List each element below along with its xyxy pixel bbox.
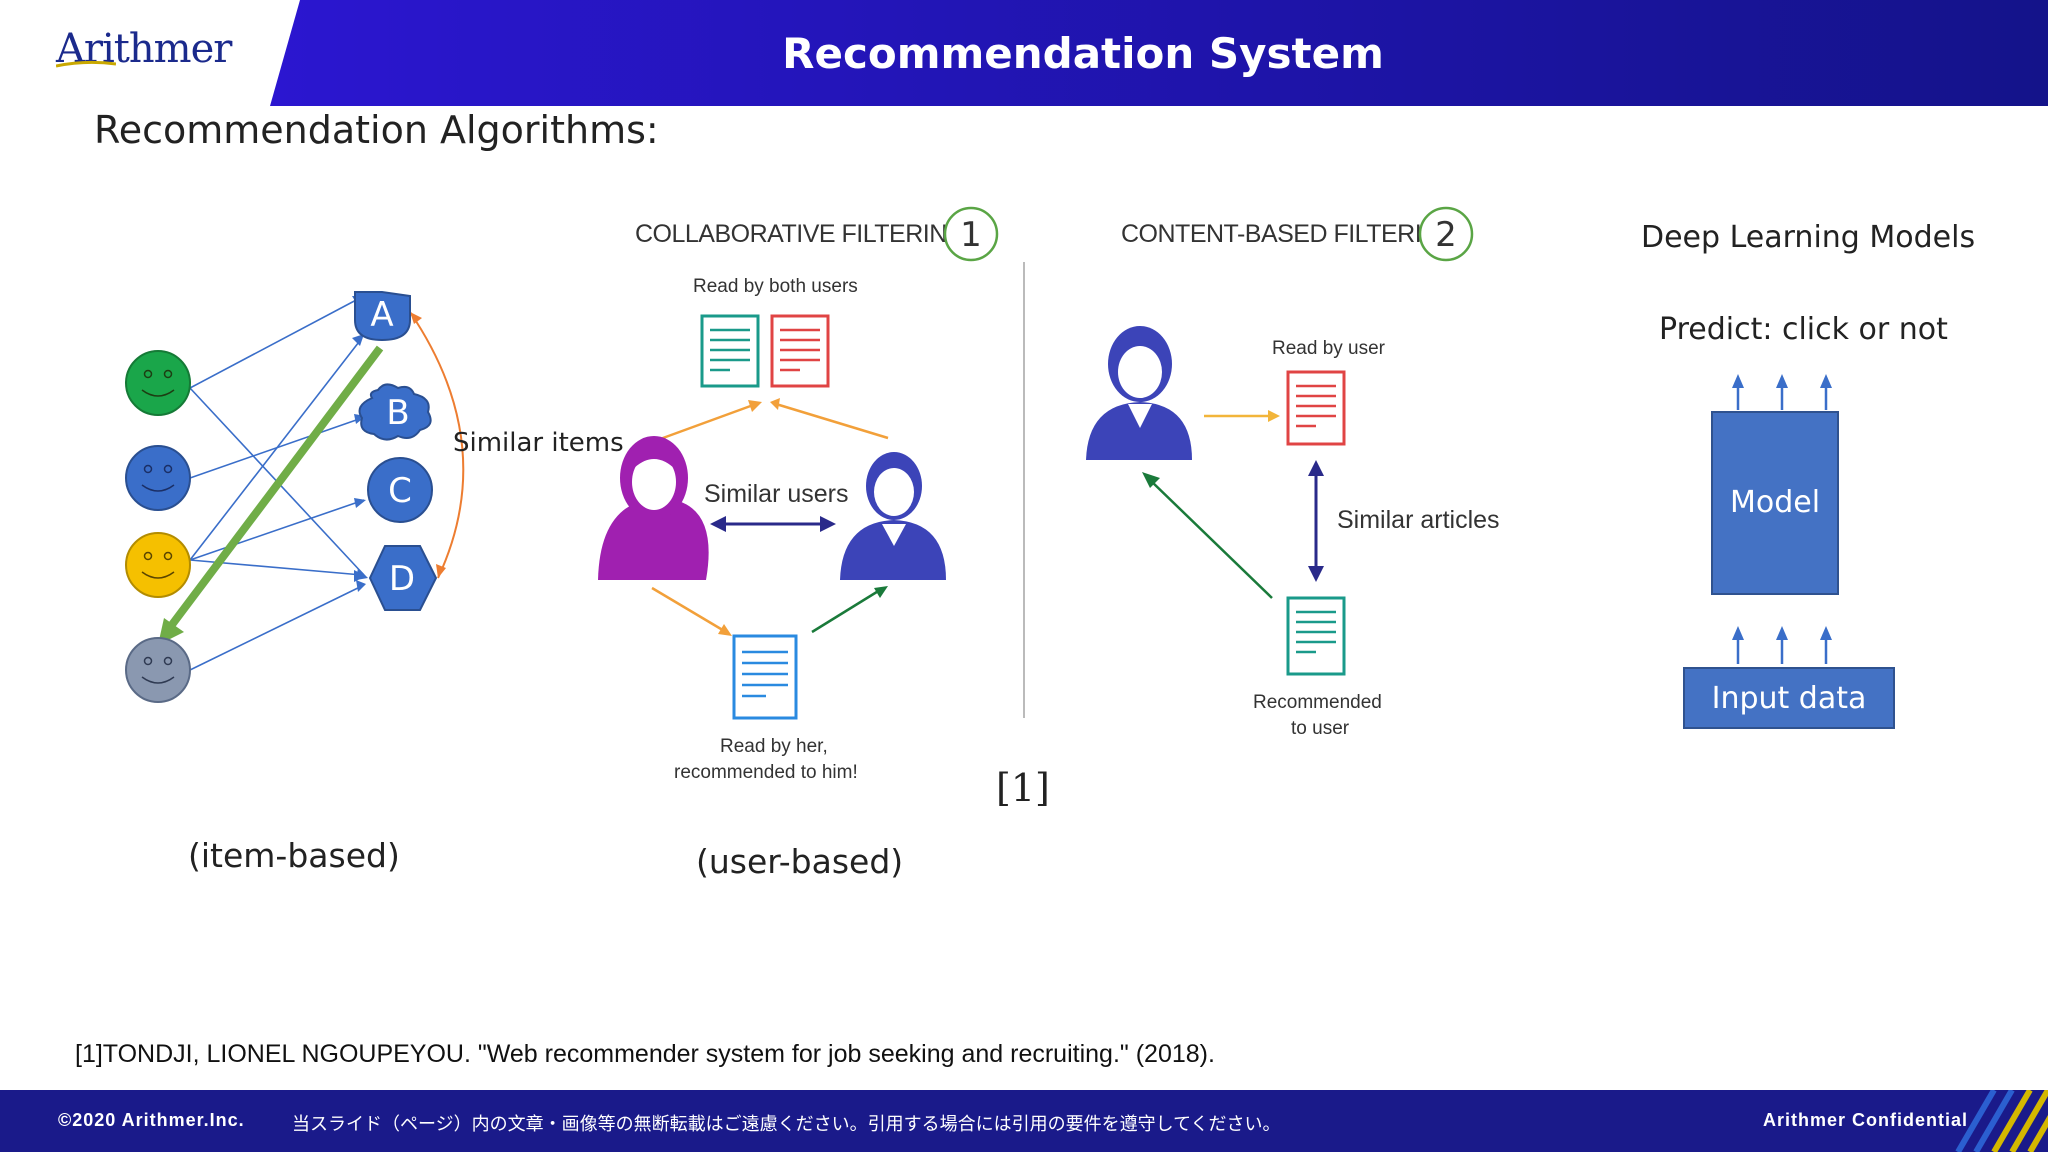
predict-label: Predict: click or not — [1659, 312, 1948, 347]
read-by-user-label: Read by user — [1272, 338, 1386, 359]
read-doc-icon — [1286, 370, 1346, 446]
footer-bar: ©2020 Arithmer.Inc. 当スライド（ページ）内の文章・画像等の無… — [0, 1090, 2048, 1152]
citation-mark: [1] — [996, 766, 1050, 810]
similar-articles-label: Similar articles — [1337, 506, 1500, 534]
item-a-label: A — [370, 295, 393, 335]
footer-notice: 当スライド（ページ）内の文章・画像等の無断転載はご遠慮ください。引用する場合には… — [292, 1114, 1281, 1134]
item-b-cloud — [358, 383, 432, 441]
shared-doc-green-icon — [700, 314, 760, 388]
similar-items-label: Similar items — [453, 428, 624, 458]
reference-text: [1]TONDJI, LIONEL NGOUPEYOU. "Web recomm… — [75, 1040, 1215, 1068]
man-user-icon — [840, 452, 946, 580]
item-c-circle — [367, 457, 433, 523]
user-faces — [125, 350, 191, 703]
logo-swoosh-icon — [56, 60, 116, 68]
input-data-label: Input data — [1712, 681, 1867, 716]
collab-number-circle: 1 — [943, 206, 999, 262]
item-d-label: D — [389, 559, 415, 599]
similar-items-curve — [409, 311, 465, 579]
section-title: Recommendation Algorithms: — [94, 108, 659, 152]
item-based-caption: (item-based) — [188, 836, 400, 875]
user-based-caption: (user-based) — [696, 842, 904, 881]
collab-number: 1 — [960, 215, 982, 255]
collaborative-diagram — [598, 314, 946, 720]
recommended-content-doc-icon — [1286, 596, 1346, 676]
header-bar — [270, 0, 2048, 106]
item-a-shape — [354, 291, 411, 342]
footer-confidential: Arithmer Confidential — [1762, 1110, 1968, 1130]
content-number-circle: 2 — [1418, 206, 1474, 262]
item-c-label: C — [388, 471, 412, 511]
item-based-diagram: A B C D — [125, 291, 465, 703]
input-data-box — [1683, 667, 1895, 729]
woman-user-icon — [598, 436, 709, 580]
footer-stripes-icon — [1955, 1090, 2048, 1152]
read-by-her-label: Read by her, — [720, 736, 828, 757]
recommend-arrow — [164, 345, 384, 633]
content-based-diagram — [1086, 326, 1346, 676]
page-title: Recommendation System — [782, 28, 1384, 78]
item-d-hexagon — [368, 545, 438, 611]
deep-learning-title: Deep Learning Models — [1641, 220, 1976, 255]
section-divider — [1023, 262, 1025, 718]
item-b-label: B — [386, 393, 409, 433]
content-based-title: CONTENT-BASED FILTERING — [1121, 220, 1458, 248]
deep-learning-diagram: Model Input data — [1683, 374, 1895, 729]
collaborative-title: COLLABORATIVE FILTERING — [635, 220, 966, 248]
read-both-label: Read by both users — [693, 276, 858, 297]
arithmer-logo: Arithmer — [56, 26, 232, 72]
recommended-label: Recommended — [1253, 692, 1382, 713]
content-number: 2 — [1435, 215, 1457, 255]
to-user-label: to user — [1291, 718, 1350, 739]
similar-users-label: Similar users — [704, 480, 849, 508]
model-label: Model — [1730, 485, 1820, 520]
model-box — [1711, 411, 1839, 595]
content-user-icon — [1086, 326, 1192, 460]
shared-doc-red-icon — [770, 314, 830, 388]
recommended-to-him-label: recommended to him! — [674, 762, 858, 783]
item-shapes: A B C D — [354, 291, 438, 611]
footer-copyright: ©2020 Arithmer.Inc. — [58, 1110, 245, 1130]
recommended-doc-icon — [732, 634, 798, 720]
